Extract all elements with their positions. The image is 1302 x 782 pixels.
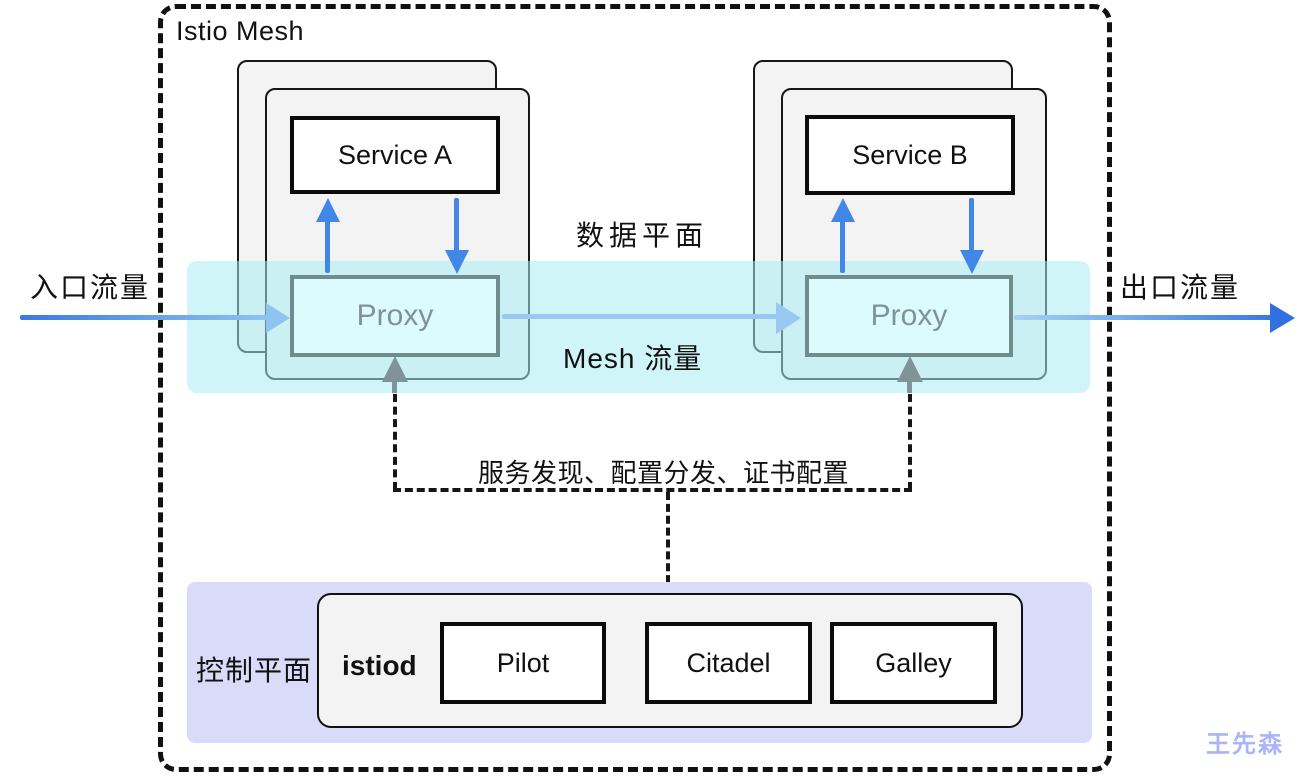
ingress-traffic-arrow — [20, 315, 268, 320]
mesh-boundary-dashed-border — [158, 4, 1112, 772]
control-to-proxy-a-arrowhead-icon — [382, 356, 408, 382]
service-a-to-proxy-a-arrowhead-icon — [445, 250, 469, 274]
control-link-left-dashed-line — [393, 394, 397, 490]
service-b-box: Service B — [805, 115, 1015, 195]
data-plane-label: 数据平面 — [576, 220, 709, 251]
proxy-a-box: Proxy — [290, 275, 500, 357]
egress-arrowhead-icon — [1270, 303, 1295, 333]
ingress-traffic-label: 入口流量 — [30, 272, 151, 303]
control-link-horizontal-dashed-line — [393, 488, 912, 492]
proxy-b-to-service-b-arrow — [840, 219, 845, 273]
service-a-box: Service A — [290, 116, 500, 194]
watermark-text: 王先森 — [1206, 731, 1284, 758]
control-plane-label: 控制平面 — [196, 655, 313, 686]
mesh-title: Istio Mesh — [176, 16, 305, 46]
proxy-b-to-service-b-arrowhead-icon — [831, 198, 855, 222]
ingress-arrowhead-icon — [266, 303, 290, 333]
service-a-to-proxy-a-arrow — [454, 198, 459, 252]
control-link-label: 服务发现、配置分发、证书配置 — [478, 458, 850, 488]
citadel-component-box: Citadel — [645, 622, 812, 704]
control-to-proxy-b-arrowhead-icon — [897, 356, 923, 382]
control-to-proxy-b-arrow-stub — [907, 380, 912, 393]
proxy-b-box: Proxy — [805, 275, 1013, 357]
proxy-a-to-service-a-arrowhead-icon — [316, 198, 340, 222]
control-link-middle-dashed-line — [666, 492, 670, 595]
mesh-traffic-label: Mesh 流量 — [563, 343, 703, 374]
proxy-to-proxy-mesh-arrow — [502, 314, 778, 319]
service-b-to-proxy-b-arrow — [969, 198, 974, 252]
istiod-label: istiod — [342, 650, 417, 681]
galley-component-box: Galley — [830, 622, 997, 704]
service-b-to-proxy-b-arrowhead-icon — [960, 250, 984, 274]
proxy-a-to-service-a-arrow — [325, 219, 330, 273]
egress-traffic-arrow — [1014, 315, 1272, 320]
pilot-component-box: Pilot — [440, 622, 606, 704]
egress-traffic-label: 出口流量 — [1120, 272, 1241, 303]
mesh-arrowhead-icon — [776, 302, 801, 334]
control-to-proxy-a-arrow-stub — [392, 380, 397, 393]
control-link-right-dashed-line — [908, 394, 912, 490]
